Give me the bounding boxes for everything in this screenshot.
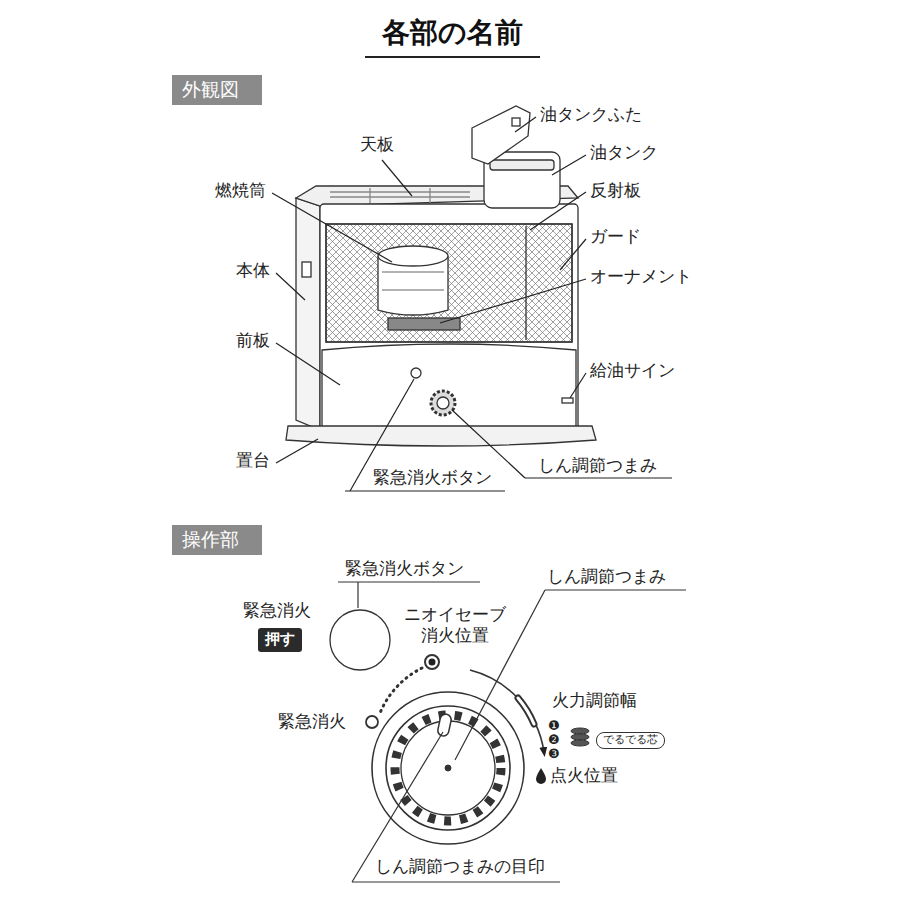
leader-line [272, 193, 392, 262]
callout-number: ❶ [548, 719, 560, 733]
part-label: しん調節つまみ [547, 566, 666, 587]
part-label: 置台 [236, 450, 270, 471]
knob-marker [437, 713, 452, 737]
front-frame [320, 204, 578, 432]
node-text: 押す [265, 630, 295, 650]
label-underline [545, 589, 686, 590]
guard-frame [326, 224, 572, 342]
label-underline [352, 881, 560, 882]
leader-line [276, 343, 340, 385]
part-label: 油タンクふた [540, 104, 642, 125]
leader-line [382, 160, 412, 196]
node-text: 外観図 [182, 78, 252, 102]
lid-hole [512, 118, 520, 126]
dotted-arc [380, 668, 422, 713]
emergency-mark [366, 716, 378, 728]
reflector-edge [525, 226, 526, 340]
top-slot [330, 196, 470, 197]
part-label: 点火位置 [550, 765, 618, 786]
heater-illustration [286, 106, 596, 446]
part-label: 本体 [236, 260, 270, 281]
section-band: 外観図 [172, 75, 262, 105]
leader-line [530, 192, 586, 230]
part-label: 前板 [236, 330, 270, 351]
wick-coil [571, 734, 589, 740]
emergency-button [330, 610, 390, 670]
operation-panel [330, 582, 686, 882]
heat-range-mark-inner [518, 698, 534, 724]
cylinder-line [382, 271, 444, 272]
part-label: 天板 [360, 134, 394, 155]
knob-face [401, 721, 495, 815]
leader-line [276, 439, 318, 463]
top-slot [369, 188, 370, 204]
node-text: 操作部 [182, 528, 252, 552]
heat-range-mark [518, 698, 534, 724]
top-slot [429, 188, 430, 204]
leader-line [560, 239, 586, 270]
part-label: 緊急消火 [278, 711, 346, 732]
odor-save-dot [429, 659, 436, 666]
combustion-cylinder-top [378, 246, 448, 266]
leader-line [515, 117, 536, 132]
part-label: 火力調節幅 [552, 690, 637, 711]
wick-knob [431, 391, 455, 415]
leader-line [357, 582, 358, 608]
cylinder-line [382, 289, 444, 290]
knob-ring [386, 706, 510, 830]
part-label: 反射板 [590, 180, 641, 201]
oil-tank [484, 152, 560, 208]
heater-side [296, 198, 320, 430]
top-slot [330, 191, 470, 192]
label-underline [345, 490, 505, 491]
leader-line [276, 273, 305, 300]
callout-number: ❷ [548, 733, 560, 747]
emergency-button [411, 368, 421, 378]
odor-save-mark [425, 655, 439, 669]
label-underline [338, 581, 480, 582]
part-label: 給油サイン [590, 360, 675, 381]
knob-outer [372, 692, 524, 844]
front-plate [322, 344, 576, 428]
node-text: でるでる芯 [603, 733, 658, 748]
label-underline [525, 477, 672, 478]
part-label: ニオイセーブ 消火位置 [401, 604, 508, 647]
leader-line [552, 155, 586, 175]
wick-coil [571, 740, 589, 746]
oil-tank-lid [472, 106, 530, 164]
wick-knob-center [437, 397, 449, 409]
ignition-drop [536, 768, 546, 784]
part-label: しん調節つまみ [538, 455, 657, 476]
part-label: ガード [590, 226, 641, 247]
part-label: 緊急消火ボタン [345, 558, 464, 579]
leader-line [440, 279, 586, 323]
push-badge: 押す [258, 628, 302, 652]
part-label: 油タンク [590, 142, 658, 163]
guard-mesh [326, 224, 572, 342]
callout-number: ❸ [548, 747, 560, 761]
part-label: 燃焼筒 [215, 180, 266, 201]
knob-center [445, 765, 451, 771]
page-title: 各部の名前 [382, 14, 523, 52]
part-label: 緊急消火ボタン [373, 467, 492, 488]
leader-lines [272, 117, 672, 491]
section-band: 操作部 [172, 525, 262, 555]
wick-coil [571, 728, 589, 734]
leader-line [570, 373, 586, 398]
side-window [302, 262, 311, 277]
part-label: オーナメント [590, 266, 692, 287]
base [286, 426, 596, 446]
wick-badge: でるでる芯 [596, 732, 665, 749]
title-underline [365, 56, 540, 58]
part-label: しん調節つまみの目印 [375, 856, 545, 877]
oil-tank-band [490, 160, 554, 170]
part-label: 緊急消火 [243, 600, 311, 621]
refuel-sign [562, 398, 573, 403]
